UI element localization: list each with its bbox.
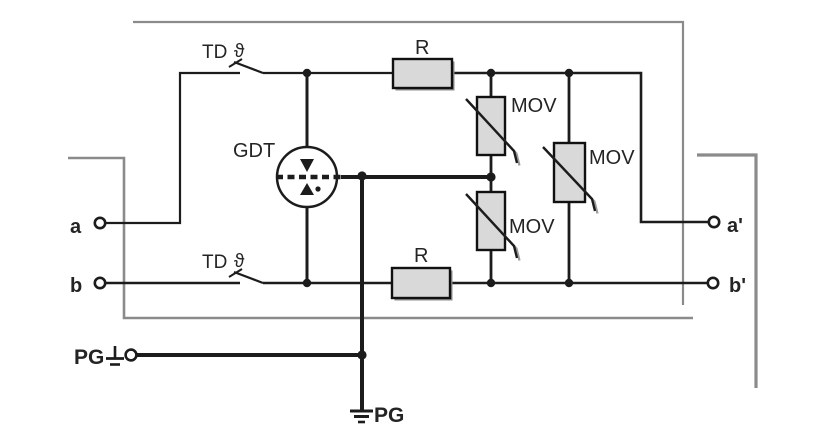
labels: a b a' b' PG PG TD ϑ TD ϑ GDT R R MOV MO…	[70, 37, 746, 427]
switch-bottom	[228, 268, 264, 285]
junction-dot	[486, 68, 496, 78]
mov-line-b-label: MOV	[509, 216, 555, 238]
junction-dots	[302, 68, 574, 360]
switch-top-label: TD	[202, 42, 227, 63]
terminal-b-out-circle	[706, 276, 720, 290]
mov-line-b-diagonal-icon	[465, 193, 519, 259]
terminal-circles	[93, 215, 721, 362]
junction-dot	[564, 278, 574, 288]
junction-dot	[564, 68, 574, 78]
mov-line-a-label: MOV	[511, 95, 557, 117]
wire-a-to-switch	[106, 71, 240, 225]
switch-top-blade	[233, 60, 264, 75]
mov-transverse-label: MOV	[589, 147, 635, 169]
resistor-top-label: R	[415, 37, 429, 59]
mov-line-b	[465, 190, 521, 261]
switch-bottom-thermal-tick-icon	[228, 268, 243, 278]
mov-line-a	[465, 95, 521, 166]
inner-enclosure-left-bottom-outline	[68, 156, 693, 320]
terminal-a-out-circle	[707, 215, 721, 229]
resistor-top	[391, 57, 455, 91]
switch-top-theta-symbol: ϑ	[234, 41, 245, 62]
terminal-b-out-label: b'	[729, 275, 746, 297]
ground-pg-label: PG	[374, 404, 404, 427]
junction-dot	[357, 350, 367, 360]
wires	[106, 71, 709, 410]
junction-dot	[302, 278, 312, 288]
resistor-bottom-label: R	[414, 245, 428, 267]
switch-top	[228, 58, 264, 75]
junction-dot	[486, 278, 496, 288]
inner-enclosure-top-right-outline	[133, 20, 685, 305]
gdt-top-arrow-icon	[300, 159, 314, 172]
mov-transverse-body	[552, 141, 587, 204]
gdt-label: GDT	[233, 140, 275, 162]
junction-dot	[302, 68, 312, 78]
terminal-b-circle	[93, 276, 107, 290]
terminal-pg-label: PG	[74, 346, 104, 369]
resistor-bottom	[390, 266, 453, 301]
terminal-a-label: a	[70, 216, 82, 238]
mov-line-a-diagonal-icon	[465, 98, 519, 164]
enclosure-outlines	[68, 20, 758, 388]
gdt-symbol	[275, 73, 341, 283]
resistor-top-body	[391, 57, 454, 90]
gdt-bottom-arrow-icon	[300, 183, 314, 195]
switch-bottom-theta-symbol: ϑ	[234, 251, 245, 272]
junction-dot	[357, 171, 367, 181]
mov-transverse-diagonal-icon	[542, 146, 597, 212]
terminal-pg-circle	[124, 348, 138, 362]
earth-icon	[106, 346, 124, 366]
switch-top-thermal-tick-icon	[228, 58, 243, 68]
switch-bottom-blade	[233, 270, 264, 285]
terminal-b-label: b	[70, 275, 82, 297]
terminal-a-circle	[93, 216, 107, 230]
resistor-bottom-body	[390, 266, 452, 300]
switch-bottom-label: TD	[202, 252, 227, 273]
outer-enclosure-right-outline	[697, 153, 758, 388]
ground-icon	[350, 409, 373, 424]
mov-transverse	[542, 141, 599, 214]
terminal-a-out-label: a'	[727, 215, 743, 237]
gdt-electrode-dot-icon	[315, 186, 321, 192]
junction-dot	[486, 172, 496, 182]
wire-resistor-top-to-a-out	[452, 71, 709, 224]
